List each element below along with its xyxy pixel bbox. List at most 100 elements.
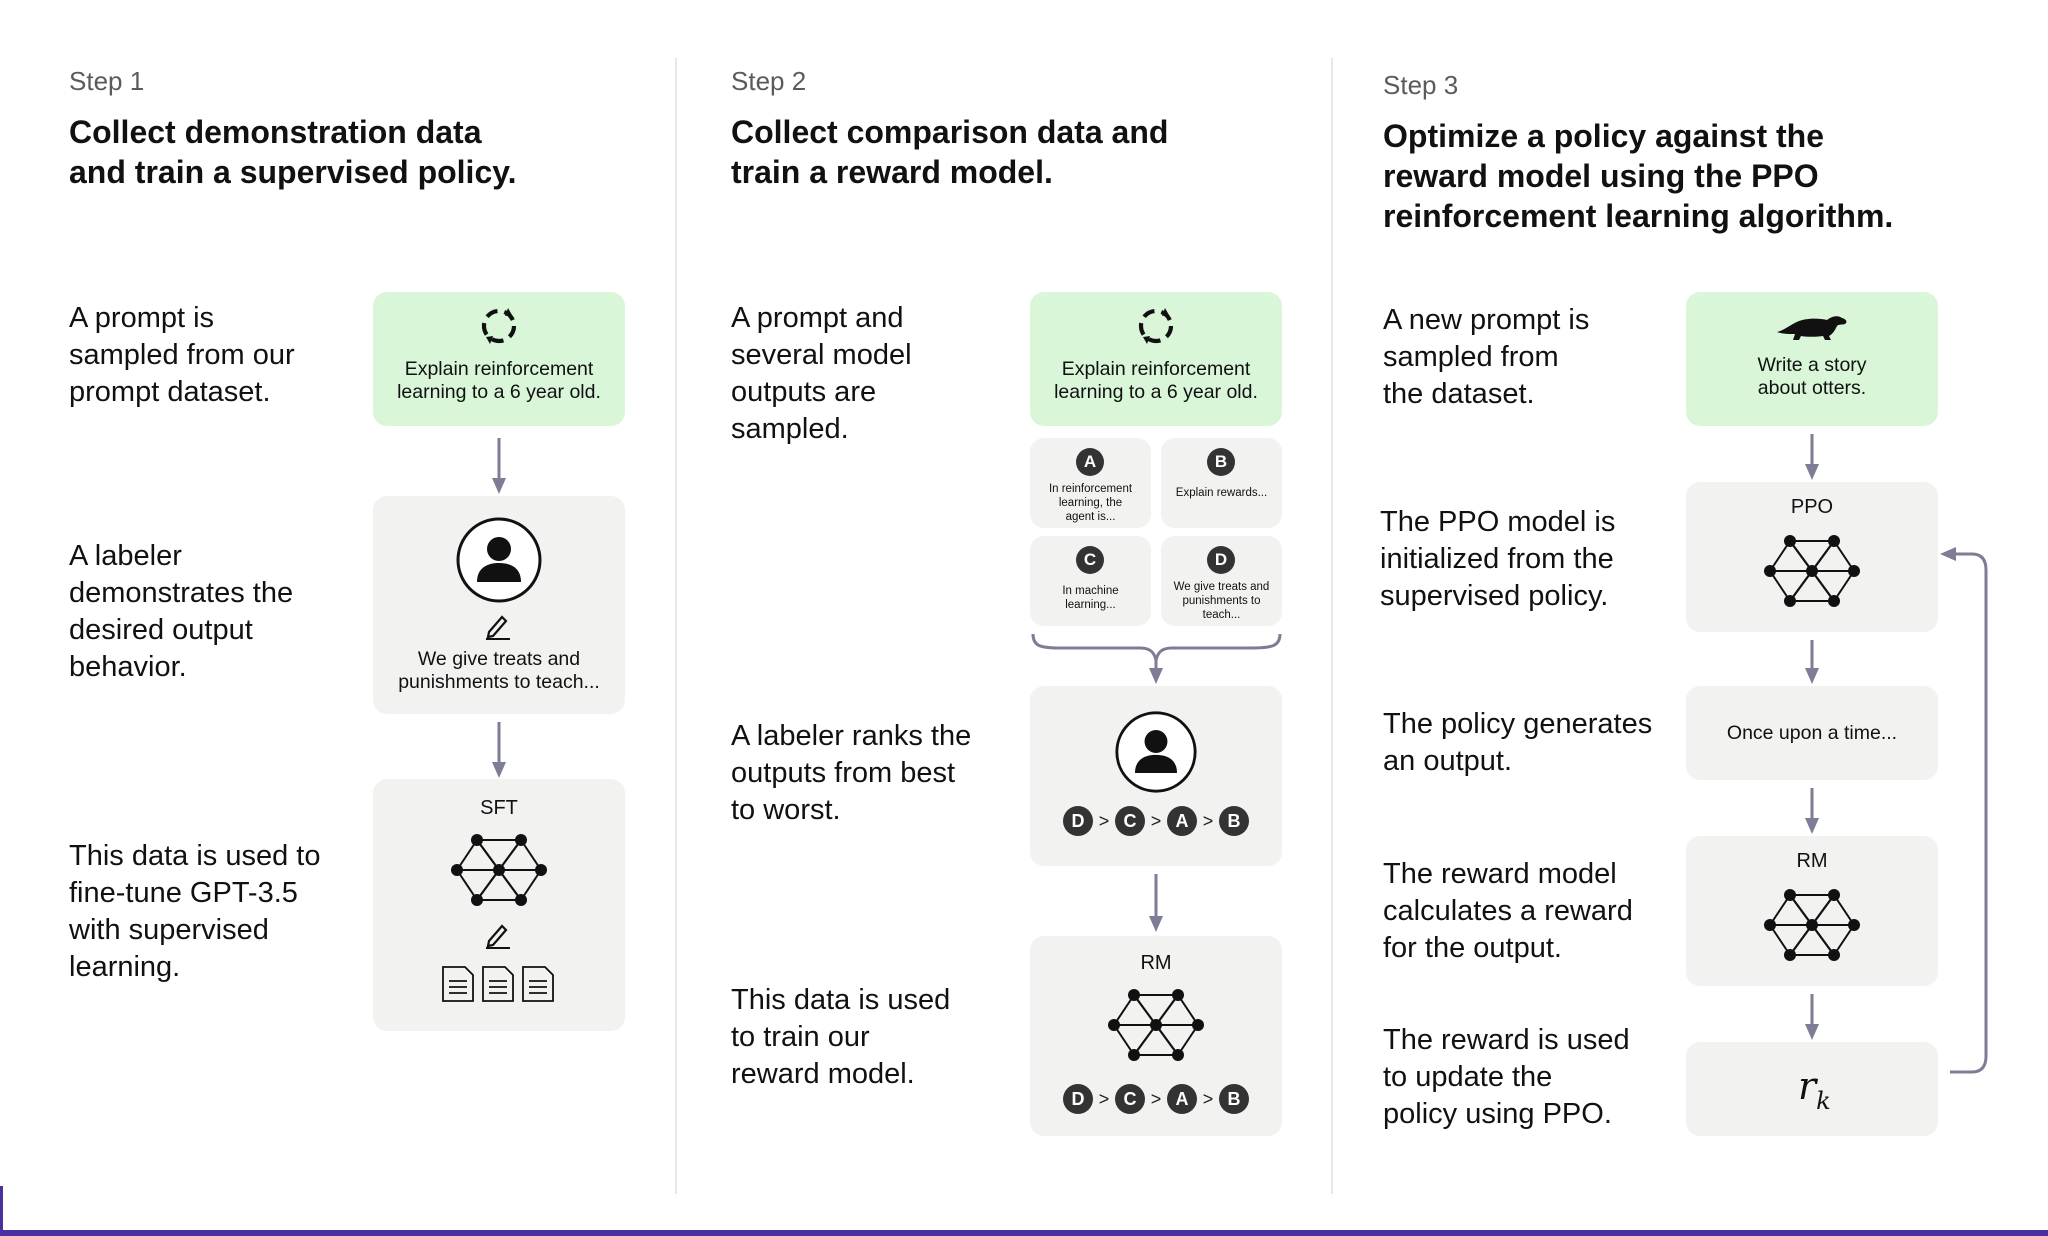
rank-item: C: [1115, 1084, 1145, 1114]
desc-line: initialized from the: [1380, 543, 1614, 575]
desc-line: to update the: [1383, 1061, 1553, 1093]
option-line: agent is...: [1065, 511, 1116, 523]
rank-item: B: [1219, 1084, 1249, 1114]
desc-line: fine-tune GPT-3.5: [69, 877, 298, 909]
step-2-desc-train: This data is used to train our reward mo…: [731, 982, 950, 1093]
desc-line: sampled.: [731, 413, 849, 445]
desc-line: The PPO model is: [1380, 506, 1616, 538]
step-3-reward-card: rk: [1686, 1042, 1938, 1136]
option-line: learning...: [1065, 599, 1116, 611]
step-3-desc-output: The policy generates an output.: [1383, 706, 1652, 780]
rm-label: RM: [1796, 850, 1828, 872]
step-1-title-line: Collect demonstration data: [69, 114, 482, 150]
desc-line: The policy generates: [1383, 708, 1653, 740]
step-3-output-card: Once upon a time...: [1686, 686, 1938, 780]
option-letter: A: [1076, 448, 1104, 476]
option-text: In reinforcement learning, the agent is.…: [1034, 482, 1147, 524]
step-3-label: Step 3: [1383, 70, 1459, 100]
option-line: In machine: [1062, 585, 1119, 597]
option-text: Explain rewards...: [1165, 486, 1278, 500]
step-1-title-line: and train a supervised policy.: [69, 154, 517, 190]
option-text: We give treats and punishments to teach.…: [1165, 580, 1278, 622]
step-3-title: Optimize a policy against the reward mod…: [1383, 116, 1893, 236]
ranking-order: D > C > A > B: [1030, 1084, 1282, 1114]
arrow-head: [492, 478, 506, 494]
otter-icon: [1777, 316, 1847, 340]
desc-line: A new prompt is: [1383, 304, 1590, 336]
prompt-line: learning to a 6 year old.: [397, 381, 601, 403]
prompt-line: Explain reinforcement: [404, 358, 594, 380]
demonstration-text: We give treats and punishments to teach.…: [373, 648, 625, 694]
step-1-title: Collect demonstration data and train a s…: [69, 112, 517, 192]
desc-line: A labeler: [69, 540, 182, 572]
demo-line: We give treats and: [417, 648, 581, 670]
neural-network-icon: [1108, 989, 1204, 1061]
rank-separator: >: [1202, 1088, 1214, 1109]
cycle-arrows-icon: [1138, 308, 1174, 344]
desc-line: A labeler ranks the: [731, 720, 972, 752]
desc-line: demonstrates the: [69, 577, 294, 609]
step-1-prompt-card: Explain reinforcement learning to a 6 ye…: [373, 292, 625, 426]
rank-item: A: [1167, 806, 1197, 836]
prompt-text: Write a story about otters.: [1686, 354, 1938, 400]
desc-line: outputs are: [731, 376, 877, 408]
rank-separator: >: [1098, 1088, 1110, 1109]
rank-separator: >: [1202, 810, 1214, 831]
desc-line: for the output.: [1383, 932, 1562, 964]
step-3-prompt-card: Write a story about otters.: [1686, 292, 1938, 426]
demo-line: punishments to teach...: [398, 671, 600, 693]
desc-line: learning.: [69, 951, 181, 983]
desc-line: several model: [731, 339, 912, 371]
rank-item: D: [1063, 806, 1093, 836]
option-card-c: C In machine learning...: [1030, 536, 1151, 626]
output-text: Once upon a time...: [1726, 722, 1898, 744]
step-2-rm-card: RM D > C > A > B: [1030, 936, 1282, 1136]
step-3-desc-ppo-init: The PPO model is initialized from the su…: [1380, 504, 1615, 615]
option-text: In machine learning...: [1034, 584, 1147, 612]
step-3-desc-reward: The reward model calculates a reward for…: [1383, 856, 1633, 967]
desc-line: policy using PPO.: [1383, 1098, 1612, 1130]
desc-line: an output.: [1383, 745, 1512, 777]
rank-item: D: [1063, 1084, 1093, 1114]
rank-separator: >: [1150, 1088, 1162, 1109]
desc-line: to worst.: [731, 794, 841, 826]
neural-network-icon: [1764, 535, 1860, 607]
column-divider-1: [675, 58, 677, 1194]
step-3-rm-card: RM: [1686, 836, 1938, 986]
person-icon: [456, 517, 542, 603]
reward-symbol-base: r: [1798, 1064, 1817, 1108]
neural-network-icon: [451, 834, 547, 906]
prompt-text: Explain reinforcement learning to a 6 ye…: [373, 358, 625, 404]
desc-line: A prompt is: [69, 302, 215, 334]
neural-network-icon: [1764, 889, 1860, 961]
document-icon: [442, 966, 554, 1002]
option-card-d: D We give treats and punishments to teac…: [1161, 536, 1282, 626]
reward-subscript: k: [1816, 1087, 1831, 1115]
bottom-edge-accent: [0, 1230, 2048, 1236]
arrow-head: [492, 762, 506, 778]
desc-line: sampled from our: [69, 339, 295, 371]
step-1-desc-prompt: A prompt is sampled from our prompt data…: [69, 300, 295, 411]
desc-line: This data is used: [731, 984, 951, 1016]
rank-item: C: [1115, 806, 1145, 836]
cycle-arrows-icon: [481, 308, 517, 344]
rank-item: A: [1167, 1084, 1197, 1114]
desc-line: This data is used to: [69, 840, 321, 872]
step-3-title-line: Optimize a policy against the: [1383, 118, 1824, 154]
desc-line: to train our: [731, 1021, 870, 1053]
step-1-demonstration-card: We give treats and punishments to teach.…: [373, 496, 625, 714]
desc-line: The reward is used: [1383, 1024, 1630, 1056]
step-2-desc-ranking: A labeler ranks the outputs from best to…: [731, 718, 971, 829]
desc-line: A prompt and: [731, 302, 904, 334]
desc-line: calculates a reward: [1383, 895, 1633, 927]
feedback-loop-arrow: [1950, 552, 1988, 1074]
step-3-title-line: reward model using the PPO: [1383, 158, 1819, 194]
desc-line: behavior.: [69, 651, 187, 683]
step-3-desc-update: The reward is used to update the policy …: [1383, 1022, 1630, 1133]
column-divider-2: [1331, 58, 1333, 1194]
option-letter: C: [1076, 546, 1104, 574]
prompt-line: Explain reinforcement: [1061, 358, 1251, 380]
step-2-prompt-card: Explain reinforcement learning to a 6 ye…: [1030, 292, 1282, 426]
prompt-line: learning to a 6 year old.: [1054, 381, 1258, 403]
left-edge-accent: [0, 1186, 3, 1232]
